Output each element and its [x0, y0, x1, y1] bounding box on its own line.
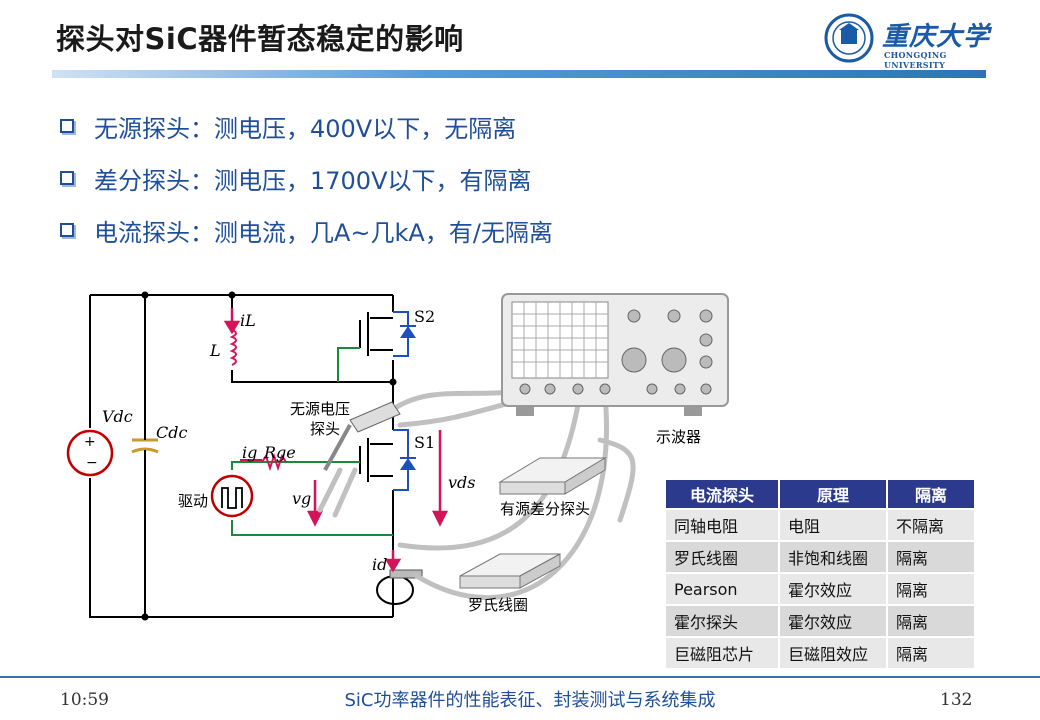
label-vdc: Vdc	[102, 407, 133, 426]
oscilloscope-icon	[501, 293, 729, 416]
table-cell: 霍尔效应	[780, 574, 886, 604]
table-cell: 隔离	[888, 606, 974, 636]
label-il: iL	[240, 311, 256, 330]
bullet-item: 无源探头：测电压，400V以下，无隔离	[60, 100, 553, 152]
label-id: id	[372, 555, 387, 574]
mosfet-s1-icon	[359, 429, 416, 491]
current-probe-loop-icon	[376, 575, 414, 605]
table-cell: 罗氏线圈	[666, 542, 778, 572]
table-cell: 非饱和线圈	[780, 542, 886, 572]
table-header-cell: 电流探头	[666, 480, 778, 508]
label-diff-probe: 有源差分探头	[500, 500, 590, 518]
current-probe-table: 电流探头 原理 隔离 同轴电阻 电阻 不隔离 罗氏线圈 非饱和线圈 隔离 Pea…	[664, 478, 976, 670]
table-row: 罗氏线圈 非饱和线圈 隔离	[666, 542, 974, 572]
gate-driver-source-icon	[210, 474, 254, 518]
logo-subtitle: CHONGQING UNIVERSITY	[884, 50, 947, 70]
svg-text:−: −	[86, 455, 98, 471]
label-s1: S1	[414, 433, 435, 452]
label-passive-probe-line2: 探头	[310, 420, 340, 438]
checkbox-bullet-icon	[60, 171, 74, 185]
voltage-source-icon	[66, 429, 114, 477]
footer-divider	[0, 676, 1040, 678]
table-cell: 巨磁阻芯片	[666, 638, 778, 668]
table-header-row: 电流探头 原理 隔离	[666, 480, 974, 508]
mosfet-s2-icon	[337, 311, 416, 382]
checkbox-bullet-icon	[60, 223, 74, 237]
footer-time: 10:59	[60, 690, 109, 710]
table-row: Pearson 霍尔效应 隔离	[666, 574, 974, 604]
table-cell: 不隔离	[888, 510, 974, 540]
label-oscilloscope: 示波器	[656, 428, 701, 446]
table-cell: 隔离	[888, 542, 974, 572]
page-title: 探头对SiC器件暂态稳定的影响	[56, 22, 464, 56]
footer-title: SiC功率器件的性能表征、封装测试与系统集成	[344, 690, 716, 711]
table-cell: 霍尔探头	[666, 606, 778, 636]
table-row: 同轴电阻 电阻 不隔离	[666, 510, 974, 540]
page-number: 132	[940, 690, 973, 710]
bullet-text: 无源探头：测电压，400V以下，无隔离	[94, 114, 517, 143]
svg-text:+: +	[84, 434, 96, 450]
differential-probe-icon	[498, 457, 607, 495]
bullet-item: 差分探头：测电压，1700V以下，有隔离	[60, 152, 553, 204]
logo-name: 重庆大学	[882, 22, 991, 52]
table-cell: 同轴电阻	[666, 510, 778, 540]
label-rogowski: 罗氏线圈	[468, 596, 528, 614]
checkbox-bullet-icon	[60, 119, 74, 133]
label-ig: ig	[242, 443, 257, 462]
table-cell: 霍尔效应	[780, 606, 886, 636]
university-logo: 重庆大学 CHONGQING UNIVERSITY	[822, 12, 1002, 70]
table-header-cell: 隔离	[888, 480, 974, 508]
inductor-icon	[229, 329, 237, 366]
bullet-text: 差分探头：测电压，1700V以下，有隔离	[94, 166, 532, 195]
passive-probe-icon	[323, 401, 401, 471]
resistor-icon	[261, 452, 287, 472]
table-row: 巨磁阻芯片 巨磁阻效应 隔离	[666, 638, 974, 668]
circuit-diagram: + −	[66, 291, 729, 621]
university-seal-icon	[824, 13, 874, 63]
table-cell: Pearson	[666, 574, 778, 604]
label-passive-probe-line1: 无源电压	[290, 400, 350, 418]
rogowski-coil-box-icon	[459, 553, 561, 589]
label-cdc: Cdc	[156, 423, 187, 442]
bullet-list: 无源探头：测电压，400V以下，无隔离 差分探头：测电压，1700V以下，有隔离…	[60, 100, 553, 256]
label-vds: vds	[448, 473, 476, 492]
label-s2: S2	[414, 307, 435, 326]
table-row: 霍尔探头 霍尔效应 隔离	[666, 606, 974, 636]
table-cell: 隔离	[888, 574, 974, 604]
table-cell: 隔离	[888, 638, 974, 668]
bullet-text: 电流探头：测电流，几A~几kA，有/无隔离	[94, 218, 553, 247]
label-vg: vg	[292, 489, 311, 508]
table-cell: 巨磁阻效应	[780, 638, 886, 668]
label-l: L	[209, 341, 221, 360]
bullet-item: 电流探头：测电流，几A~几kA，有/无隔离	[60, 204, 553, 256]
title-underline-bar	[52, 70, 986, 78]
label-rge: Rge	[263, 443, 296, 462]
table-header-cell: 原理	[780, 480, 886, 508]
label-drive: 驱动	[178, 492, 208, 510]
table-cell: 电阻	[780, 510, 886, 540]
